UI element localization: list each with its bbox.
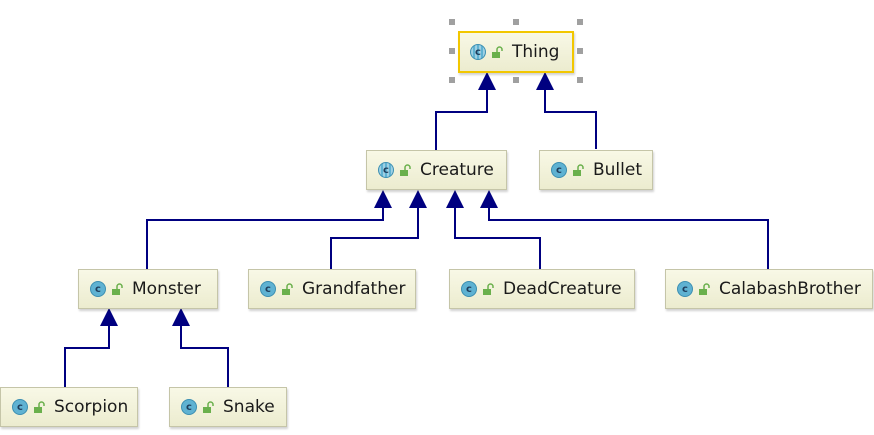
class-name: Creature [420,160,494,180]
class-name: Monster [132,279,201,299]
edge-scorpion-to-monster [64,324,110,387]
class-node-creature[interactable]: c Creature [366,150,507,190]
selection-handle-bottom-middle[interactable] [513,77,519,83]
selection-handle-top-left[interactable] [449,19,455,25]
unlock-icon [282,283,293,295]
unlock-icon [400,164,411,176]
edge-creature-to-thing [435,88,488,151]
selection-handle-top-right[interactable] [577,19,583,25]
unlock-icon [112,283,123,295]
selection-handle-bottom-right[interactable] [577,77,583,83]
abstract-class-icon: c [470,44,486,60]
edge-snake-to-monster [180,324,229,387]
class-icon: c [90,281,106,297]
class-name: Bullet [593,160,643,180]
class-node-monster[interactable]: c Monster [78,269,218,309]
class-icon: c [181,399,197,415]
edge-calabashbrother-to-creature [488,206,769,269]
class-icon: c [551,162,567,178]
unlock-icon [203,401,214,413]
arrowhead-creature-3 [446,190,464,208]
class-node-snake[interactable]: c Snake [169,387,287,427]
class-node-calabashbrother[interactable]: c CalabashBrother [665,269,873,309]
class-node-deadcreature[interactable]: c DeadCreature [449,269,635,309]
class-node-thing[interactable]: c Thing [458,31,574,73]
arrowhead-creature-2 [409,190,427,208]
unlock-icon [483,283,494,295]
edge-monster-to-creature [146,206,384,269]
class-node-scorpion[interactable]: c Scorpion [0,387,138,427]
selection-handle-top-middle[interactable] [513,19,519,25]
unlock-icon [573,164,584,176]
class-node-grandfather[interactable]: c Grandfather [248,269,416,309]
selection-handle-middle-left[interactable] [449,48,455,54]
edge-bullet-to-thing [544,88,597,149]
class-name: Thing [512,42,560,62]
unlock-icon [34,401,45,413]
edge-deadcreature-to-creature [454,206,541,269]
arrowhead-creature-1 [374,190,392,208]
selection-handle-bottom-left[interactable] [449,77,455,83]
arrowhead-monster-right [172,308,190,326]
class-name: DeadCreature [503,279,622,299]
selection-handle-middle-right[interactable] [577,48,583,54]
arrowhead-monster-left [100,308,118,326]
arrowhead-thing-right [536,72,554,90]
class-icon: c [461,281,477,297]
abstract-class-icon: c [378,162,394,178]
class-name: Scorpion [54,397,129,417]
class-icon: c [12,399,28,415]
class-icon: c [677,281,693,297]
unlock-icon [492,46,503,58]
class-node-bullet[interactable]: c Bullet [539,150,653,190]
arrowhead-creature-4 [480,190,498,208]
class-name: CalabashBrother [719,279,861,299]
class-name: Grandfather [302,279,406,299]
unlock-icon [699,283,710,295]
class-icon: c [260,281,276,297]
edge-grandfather-to-creature [330,206,419,269]
arrowhead-thing-left [478,72,496,90]
class-name: Snake [223,397,275,417]
